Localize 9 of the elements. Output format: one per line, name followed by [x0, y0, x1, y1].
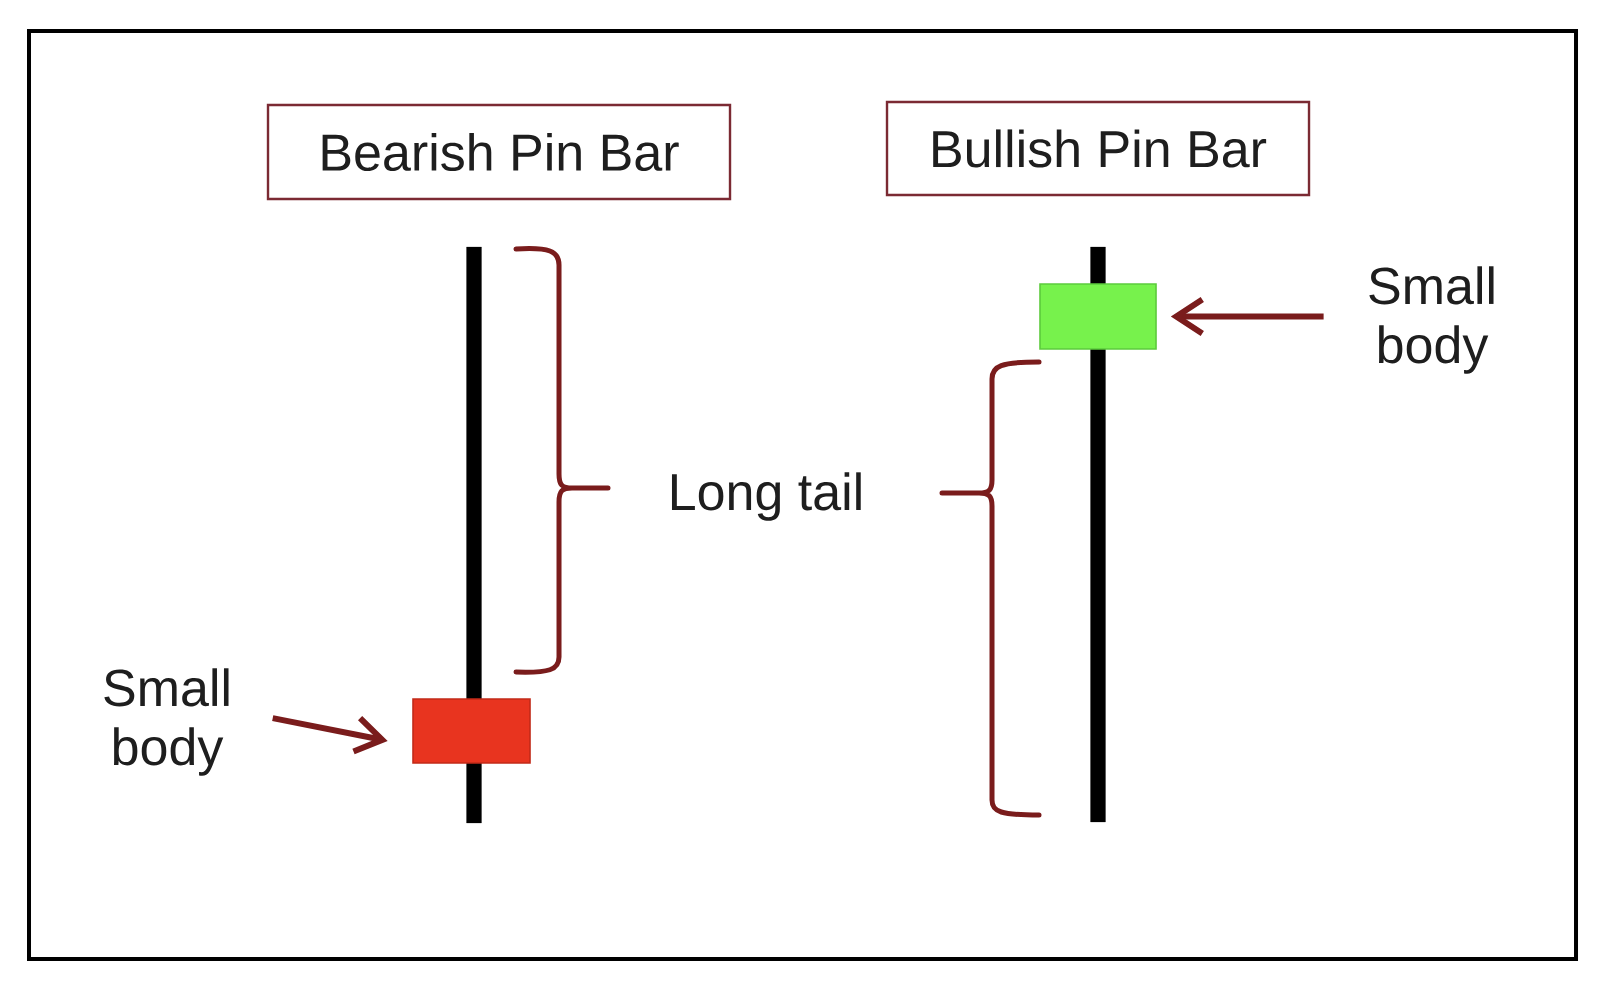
callout-text: Small body [1369, 266, 1494, 374]
callout-text: Long tail [672, 472, 861, 521]
title-box: Bearish Pin Bar [266, 103, 732, 201]
candle-body [412, 698, 531, 764]
arrow [1170, 297, 1324, 336]
candle-body [1039, 283, 1157, 350]
callout-text: Small body [104, 668, 229, 776]
arrow [272, 715, 388, 755]
title-box: Bullish Pin Bar [885, 100, 1311, 197]
